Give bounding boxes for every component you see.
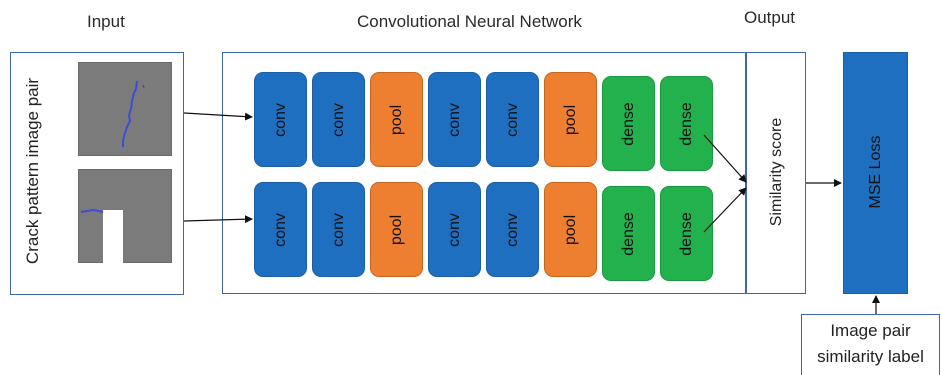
crack-image-bottom <box>78 169 172 264</box>
conv-layer: conv <box>254 72 307 167</box>
output-header: Output <box>744 8 796 27</box>
pool-layer: pool <box>370 72 423 167</box>
conv-layer: conv <box>254 182 307 277</box>
conv-layer: conv <box>312 72 365 167</box>
target-label-box: Image pair similarity label <box>801 314 940 375</box>
dense-layer: dense <box>602 186 655 281</box>
similarity-panel: Similarity score <box>746 52 806 294</box>
crack-line-icon <box>80 208 104 213</box>
conv-layer: conv <box>312 182 365 277</box>
input-panel: Crack pattern image pair <box>10 52 184 295</box>
crack-image-top <box>78 62 172 156</box>
target-label-line1: Image pair <box>830 321 911 340</box>
arrow-dense-bottom <box>703 187 747 233</box>
cnn-header: Convolutional Neural Network <box>357 12 582 31</box>
mse-loss-box: MSE Loss <box>843 52 908 294</box>
dense-layer: dense <box>602 76 655 171</box>
arrow-dense-top <box>703 134 747 183</box>
image-cutout <box>103 210 123 264</box>
dense-layer: dense <box>660 76 713 171</box>
pool-layer: pool <box>370 182 423 277</box>
conv-layer: conv <box>486 72 539 167</box>
conv-layer: conv <box>486 182 539 277</box>
conv-layer: conv <box>428 72 481 167</box>
pool-layer: pool <box>544 72 597 167</box>
target-label-line2: similarity label <box>817 347 924 366</box>
dense-layer: dense <box>660 186 713 281</box>
arrow-input-bottom <box>183 215 253 224</box>
arrow-input-top <box>183 112 253 121</box>
pool-layer: pool <box>544 182 597 277</box>
conv-layer: conv <box>428 182 481 277</box>
crack-line-icon <box>122 80 145 147</box>
cnn-panel <box>222 52 746 294</box>
input-header: Input <box>87 12 125 31</box>
